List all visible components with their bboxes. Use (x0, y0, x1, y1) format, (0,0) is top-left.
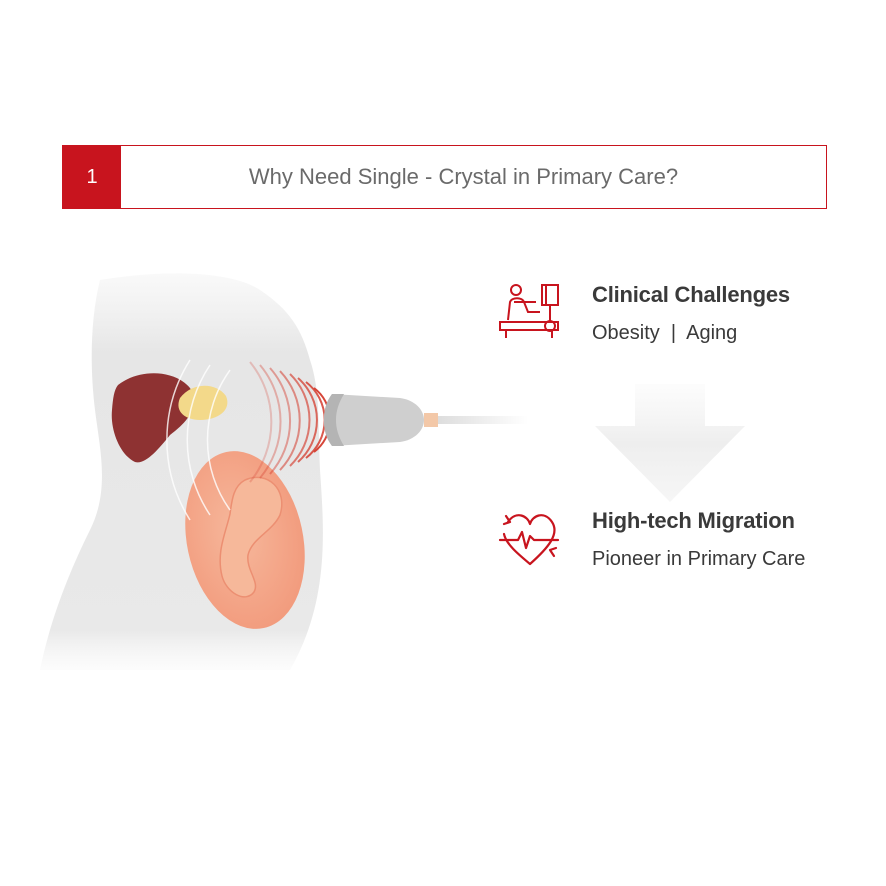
feature-high-tech-migration: High-tech Migration Pioneer in Primary C… (496, 508, 805, 571)
feature-title: Clinical Challenges (592, 282, 790, 307)
section-title: Why Need Single - Crystal in Primary Car… (248, 164, 679, 189)
feature-subtitle: Obesity | Aging (592, 322, 738, 344)
fetus-shape (219, 476, 283, 598)
heart-pulse-icon (498, 514, 560, 566)
patient-scan-icon (499, 284, 559, 338)
feature-title: High-tech Migration (592, 508, 795, 533)
down-arrow-icon (595, 384, 745, 502)
ultrasound-probe (324, 394, 528, 446)
feature-clinical-challenges: Clinical Challenges Obesity | Aging (496, 282, 790, 345)
feature-subtitle: Pioneer in Primary Care (592, 548, 806, 570)
section-header: 1 Why Need Single - Crystal in Primary C… (62, 145, 827, 209)
ultrasound-illustration (40, 273, 528, 670)
section-number: 1 (63, 146, 121, 208)
